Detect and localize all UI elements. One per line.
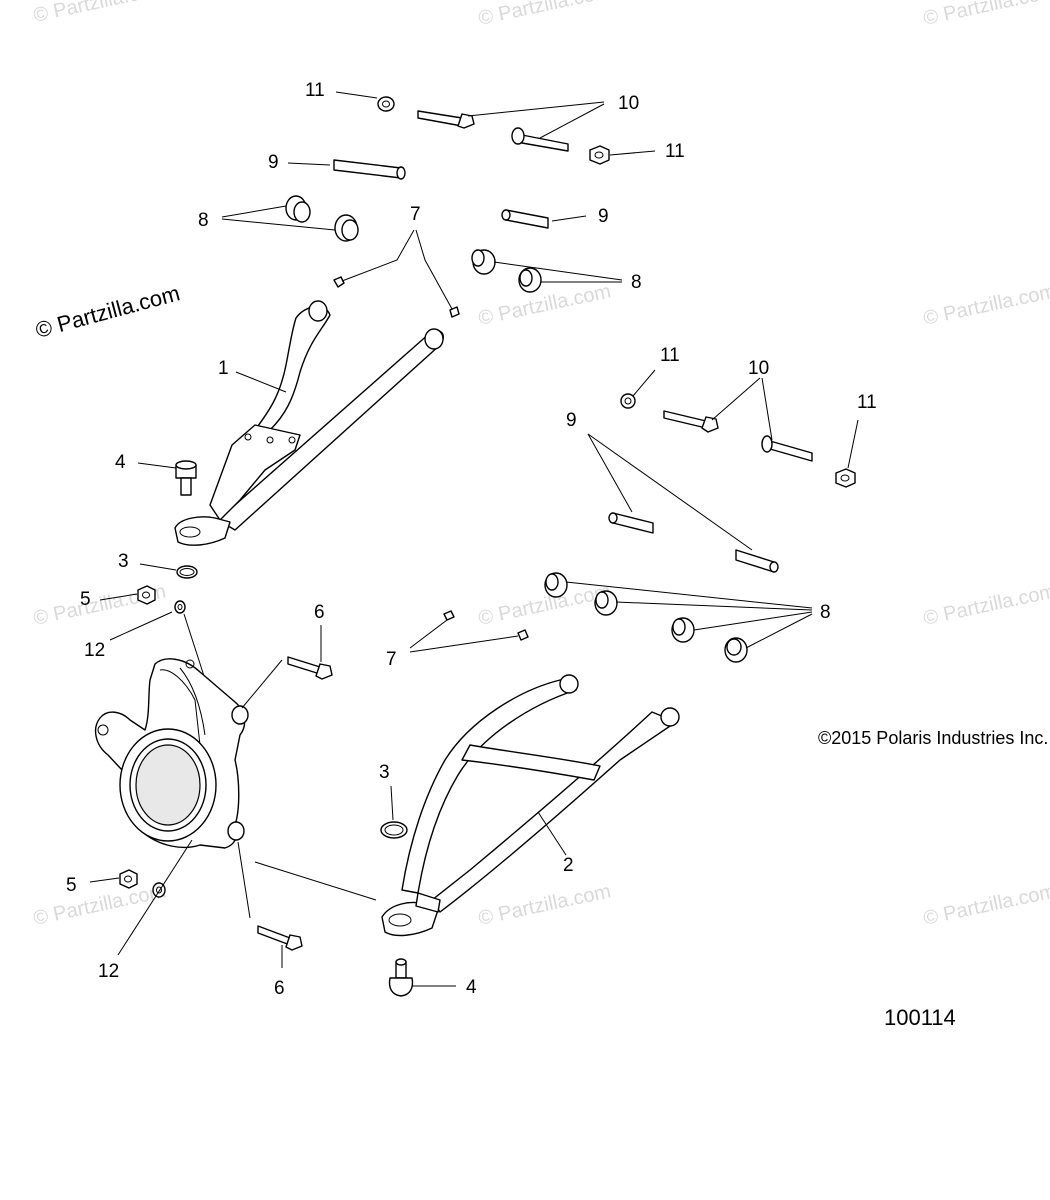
bushing-part-8 [594,590,618,616]
callout-9: 9 [598,206,609,227]
grease-fitting-part-7 [517,629,529,641]
bushing-part-8 [471,249,496,275]
bolt-part-10 [663,410,719,433]
callout-1: 1 [218,358,229,379]
nut-part-11 [620,393,636,409]
watermark: © Partzilla.com [476,0,612,30]
callout-10: 10 [618,93,639,114]
retaining-ring-part-3 [176,565,198,579]
lower-a-arm-part-2 [381,674,680,937]
callout-3: 3 [118,551,129,572]
sleeve-part-9 [333,159,406,180]
callout-7: 7 [386,649,397,670]
copyright-notice: ©2015 Polaris Industries Inc. [818,728,1048,748]
upper-hardware: 11 10 11 9 [198,80,685,318]
ball-joint-part-4 [388,958,414,997]
sleeve-part-9 [608,512,654,534]
lower-hardware: 11 10 11 9 [386,345,877,670]
bushing-part-8 [518,267,542,293]
bolt-part-6 [257,925,303,951]
nut-part-5 [137,585,156,605]
grease-fitting-part-7 [449,306,460,318]
callout-4: 4 [115,452,126,473]
callout-12: 12 [84,640,105,661]
watermark: © Partzilla.com [921,880,1050,930]
callout-5: 5 [66,875,77,896]
watermark: © Partzilla.com [921,580,1050,630]
callout-6: 6 [314,602,325,623]
callout-12: 12 [98,961,119,982]
watermark: © Partzilla.com [31,0,167,27]
callout-7: 7 [410,204,421,225]
nut-part-11 [589,145,610,165]
bushing-part-8 [544,572,568,598]
sleeve-part-9 [735,549,779,573]
callout-8: 8 [198,210,209,231]
callout-8: 8 [631,272,642,293]
callout-10: 10 [748,358,769,379]
bolt-part-10 [417,110,475,129]
bushing-part-8 [671,617,695,643]
bolt-part-6 [287,656,333,680]
bushing-part-8 [724,637,748,663]
bushing-part-8 [334,214,359,242]
grease-fitting-part-7 [443,610,455,621]
callout-3: 3 [379,762,390,783]
callout-11: 11 [660,345,680,366]
upper-a-arm-part-1 [174,300,444,546]
bolt-part-10 [511,127,569,152]
retaining-ring-part-3 [380,821,408,839]
callout-2: 2 [563,855,574,876]
callout-4: 4 [466,977,477,998]
sleeve-part-9 [501,209,549,229]
watermark: © Partzilla.com [476,280,612,330]
callout-5: 5 [80,589,91,610]
callout-9: 9 [268,152,279,173]
callout-6: 6 [274,978,285,999]
callout-11: 11 [305,80,325,101]
ball-joint-part-4 [175,460,197,496]
callout-11: 11 [665,141,685,162]
nut-part-5 [119,869,138,889]
bolt-part-10 [761,435,813,462]
callout-9: 9 [566,410,577,431]
nut-part-11 [835,468,856,488]
grease-fitting-part-7 [333,276,345,288]
washer-part-12 [174,600,186,614]
watermark: © Partzilla.com [476,880,612,930]
figure-number: 100114 [884,1005,956,1030]
callout-8: 8 [820,602,831,623]
steering-knuckle [94,658,249,849]
watermark: © Partzilla.com [31,880,167,930]
bushing-part-8 [285,195,311,223]
watermark: © Partzilla.com [921,0,1050,30]
watermark: © Partzilla.com [921,280,1050,330]
watermark-prominent: © Partzilla.com [33,280,183,343]
nut-part-11 [377,96,395,112]
callout-11: 11 [857,392,877,413]
